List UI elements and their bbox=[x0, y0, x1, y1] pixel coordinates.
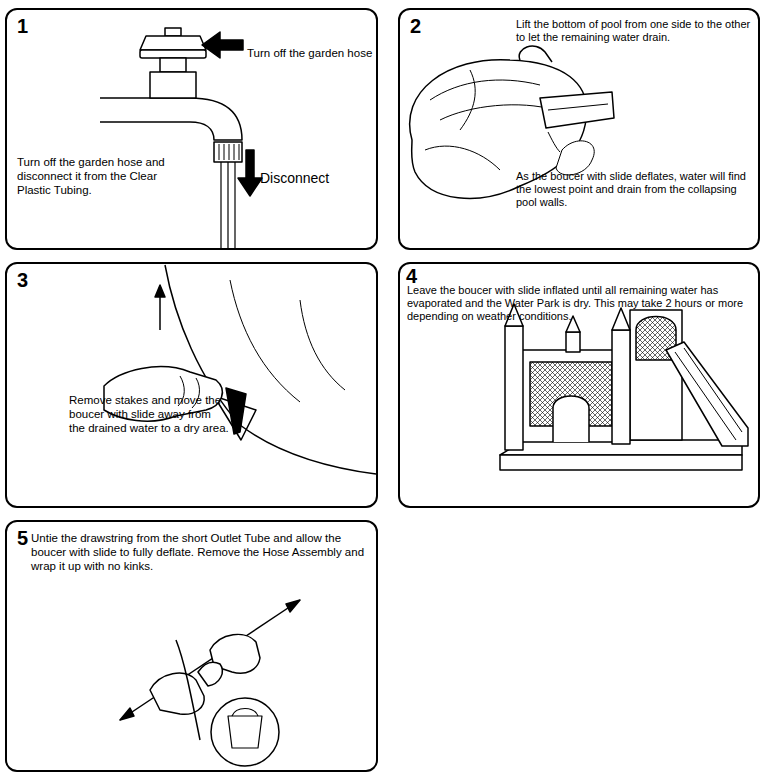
pool-base bbox=[500, 455, 742, 470]
step-number: 1 bbox=[17, 14, 28, 38]
instruction-text: Leave the boucer with slide inflated unt… bbox=[407, 284, 757, 324]
faucet-handle-base bbox=[140, 50, 206, 58]
castle-tower bbox=[505, 326, 523, 450]
left-arrow bbox=[202, 32, 243, 58]
nut-ridges bbox=[219, 144, 239, 160]
step-panel: 5Untie the drawstring from the short Out… bbox=[5, 520, 378, 772]
tube-arrow bbox=[286, 600, 300, 612]
down-arrow bbox=[238, 150, 262, 196]
step-panel: 4Leave the boucer with slide inflated un… bbox=[398, 262, 760, 508]
instruction-text: Remove stakes and move the boucer with s… bbox=[69, 394, 229, 435]
instruction-text: Disconnect bbox=[260, 170, 329, 187]
slide-line bbox=[548, 104, 608, 110]
hand bbox=[150, 673, 204, 714]
castle-tower bbox=[612, 330, 630, 444]
bouncer-seam bbox=[300, 300, 345, 390]
castle-tower bbox=[566, 332, 580, 352]
instruction-text: Turn off the garden hose and disconnect … bbox=[17, 156, 177, 197]
detail-inset bbox=[211, 698, 279, 766]
plastic-tubing bbox=[221, 162, 235, 248]
outlet-tube-detail bbox=[228, 716, 262, 748]
castle-wall bbox=[515, 350, 627, 442]
slide-lanes bbox=[675, 348, 742, 440]
up-arrow bbox=[159, 294, 161, 330]
faucet-handle bbox=[140, 36, 206, 50]
water-stream bbox=[548, 132, 560, 152]
outlet-opening bbox=[232, 709, 258, 717]
faucet bbox=[100, 28, 262, 248]
instruction-text: Turn off the garden hose bbox=[247, 47, 372, 61]
step-panel: 3Remove stakes and move the boucer with … bbox=[5, 262, 378, 508]
pool-wrinkles bbox=[425, 70, 555, 170]
slide-tower bbox=[630, 310, 682, 440]
faucet-stem bbox=[160, 58, 186, 72]
step-number: 3 bbox=[17, 268, 28, 292]
step-panel: 2 Lift the bottom of pool from one side t… bbox=[398, 8, 760, 250]
faucet-pipe bbox=[100, 98, 242, 140]
bouncer-seam bbox=[230, 280, 300, 402]
stake bbox=[226, 388, 246, 434]
tube-line bbox=[120, 600, 300, 720]
instruction-text: Lift the bottom of pool from one side to… bbox=[516, 18, 756, 44]
water-puddle bbox=[556, 141, 594, 175]
step-panel: 1Turn off the garden hoseDisconnect Turn … bbox=[5, 8, 378, 250]
bouncer-castle bbox=[500, 304, 748, 470]
instruction-text: As the boucer with slide deflates, water… bbox=[516, 170, 756, 210]
drawstring-knot bbox=[198, 662, 222, 686]
slide-fold bbox=[540, 92, 614, 128]
hand bbox=[519, 46, 552, 62]
tube-arrow bbox=[120, 708, 134, 720]
faucet-body bbox=[150, 72, 196, 98]
outlet-tube bbox=[120, 600, 300, 766]
bouncer-fold bbox=[176, 640, 200, 740]
castle-door bbox=[553, 396, 589, 442]
faucet-knob bbox=[165, 28, 181, 36]
removing-stake bbox=[104, 265, 376, 474]
slide bbox=[666, 342, 748, 446]
step-number: 2 bbox=[410, 14, 421, 38]
instruction-text: Untie the drawstring from the short Outl… bbox=[31, 532, 366, 573]
up-arrow-head bbox=[155, 285, 165, 297]
step-number: 5 bbox=[17, 526, 28, 550]
hose-nut bbox=[214, 142, 242, 162]
bouncer-edge bbox=[165, 265, 376, 474]
tower-roof bbox=[612, 308, 630, 330]
